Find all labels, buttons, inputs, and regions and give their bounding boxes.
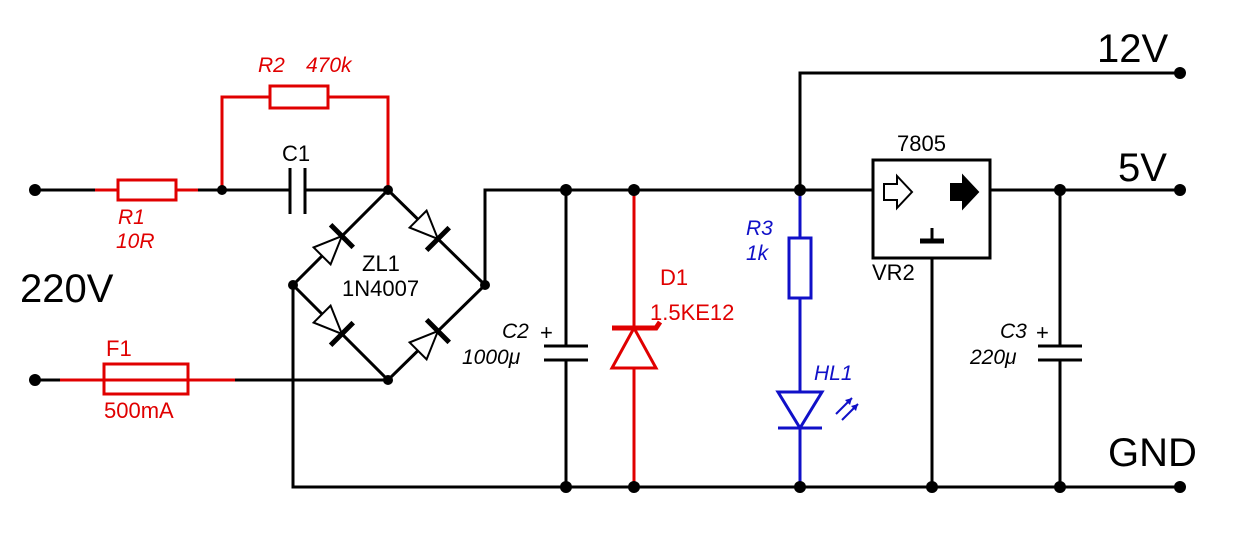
vr2-value: 7805 (897, 131, 946, 156)
capacitor-c2 (544, 190, 588, 487)
junctions (29, 67, 1186, 493)
d1-value: 1.5KE12 (650, 300, 734, 325)
r1-ref: R1 (118, 206, 145, 229)
d1-ref: D1 (660, 265, 688, 290)
resistor-r1 (116, 178, 178, 202)
led-indicator-branch (775, 190, 859, 487)
r2-value: 470k (306, 54, 353, 77)
vr2-ref: VR2 (872, 260, 915, 285)
c2-ref: C2 (502, 320, 529, 343)
r1-value: 10R (116, 230, 155, 253)
zl1-value: 1N4007 (342, 276, 419, 301)
net-label-220v: 220V (20, 267, 114, 311)
dc-rails (291, 71, 1180, 489)
c3-polarity: + (1036, 320, 1049, 345)
r3-ref: R3 (746, 217, 773, 240)
r2-ref: R2 (258, 54, 285, 77)
net-label-5v: 5V (1118, 146, 1167, 190)
f1-ref: F1 (106, 336, 132, 361)
net-label-gnd: GND (1108, 431, 1197, 475)
c3-ref: C3 (1000, 320, 1027, 343)
r3-value: 1k (746, 242, 770, 265)
capacitor-c3 (1038, 190, 1082, 487)
c1-ref: C1 (282, 141, 310, 166)
fuse-f1 (102, 362, 190, 396)
resistor-r3 (787, 236, 813, 300)
zl1-ref: ZL1 (362, 251, 400, 276)
f1-value: 500mA (104, 398, 174, 423)
net-label-12v: 12V (1097, 27, 1168, 71)
tvs-diode-d1 (609, 190, 663, 487)
regulator-vr2 (871, 158, 992, 260)
c3-value: 220μ (969, 346, 1017, 369)
capacitor-c1 (288, 168, 307, 214)
hl1-ref: HL1 (814, 362, 853, 385)
led-hl1 (775, 390, 825, 431)
c2-polarity: + (540, 320, 553, 345)
resistor-r2-branch (220, 84, 390, 190)
c2-value: 1000μ (462, 346, 521, 369)
